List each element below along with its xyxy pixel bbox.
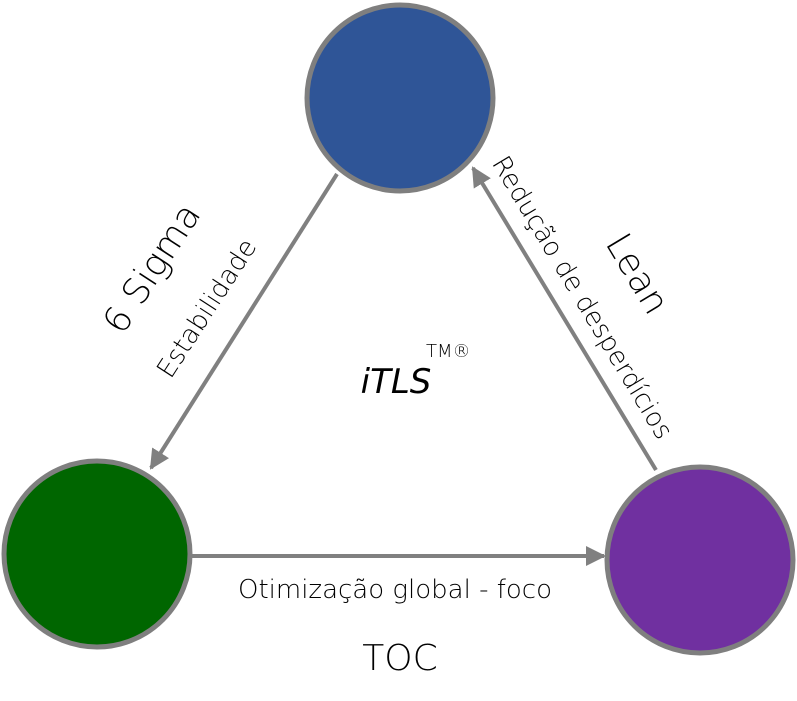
node-top-circle — [304, 2, 496, 194]
node-right-circle — [604, 464, 796, 656]
edge-left-arrow — [149, 172, 339, 470]
center-name-label: iTLS — [361, 362, 432, 402]
center-trademark-label: TM® — [426, 341, 471, 362]
edge-bottom-method-label: TOC — [362, 638, 437, 679]
edge-bottom-focus-label: Otimização global - foco — [238, 575, 552, 605]
edge-right-arrow — [471, 166, 658, 472]
edge-right-method-label: Lean — [597, 226, 677, 321]
node-left-circle — [1, 458, 193, 650]
